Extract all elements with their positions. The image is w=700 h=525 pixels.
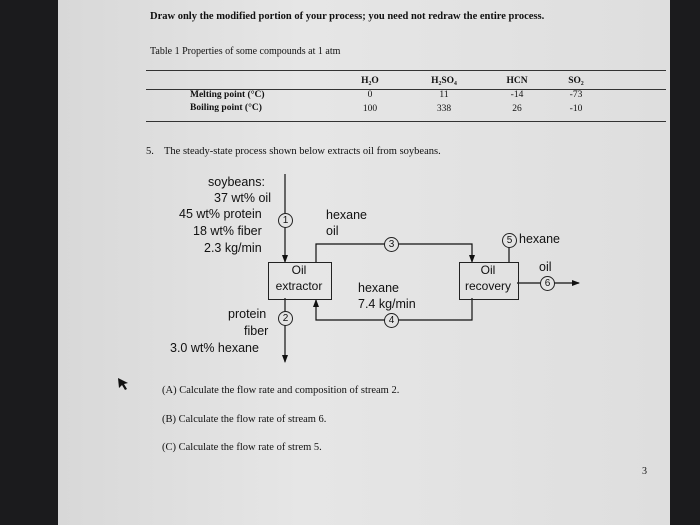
stream6-label: oil <box>539 260 552 274</box>
table-row-label: Boiling point (°C) <box>190 103 262 113</box>
question-b: (B) Calculate the flow rate of stream 6. <box>162 414 327 425</box>
feed-label-line: soybeans: <box>208 175 265 189</box>
oil-extractor-unit <box>268 262 332 300</box>
table-header: HCN <box>506 76 528 86</box>
table-cell: 11 <box>439 90 449 100</box>
table-caption: Table 1 Properties of some compounds at … <box>150 46 341 57</box>
table-top-rule <box>146 70 666 71</box>
problem-statement: The steady-state process shown below ext… <box>164 146 441 157</box>
stream-number-6: 6 <box>540 276 555 291</box>
question-c: (C) Calculate the flow rate of strem 5. <box>162 442 322 453</box>
feed-label-line: 18 wt% fiber <box>193 224 262 238</box>
table-cell: 26 <box>512 104 522 114</box>
table-row-label: Melting point (°C) <box>190 90 265 100</box>
oil-recovery-unit <box>459 262 519 300</box>
instruction-text: Draw only the modified portion of your p… <box>150 11 545 22</box>
table-header: SO₂ <box>568 76 584 86</box>
recovery-label: Oil <box>480 263 496 277</box>
stream2-label: 3.0 wt% hexane <box>170 341 259 355</box>
question-a: (A) Calculate the flow rate and composit… <box>162 385 400 396</box>
table-cell: -73 <box>569 90 583 100</box>
recycle-label: 7.4 kg/min <box>358 297 416 311</box>
page-number: 3 <box>642 466 647 477</box>
mouse-cursor-icon <box>118 378 128 390</box>
table-mid-rule <box>146 89 666 90</box>
table-bottom-rule <box>146 121 666 122</box>
recovery-label: recovery <box>464 279 511 293</box>
stream-number-1: 1 <box>278 213 293 228</box>
problem-number: 5. <box>146 146 154 157</box>
extractor-label: Oil <box>291 263 307 277</box>
table-cell: -10 <box>569 104 583 114</box>
stream5-label: hexane <box>519 232 561 246</box>
feed-label-line: 45 wt% protein <box>179 207 262 221</box>
recycle-label: hexane <box>358 281 400 295</box>
stream2-label: protein <box>228 307 267 321</box>
table-header: H₂SO₄ <box>431 76 457 86</box>
table-cell: 100 <box>362 104 378 114</box>
stream-number-5: 5 <box>502 233 517 248</box>
table-cell: 338 <box>436 104 452 114</box>
table-cell: 0 <box>367 90 373 100</box>
stream3-label: oil <box>326 224 339 238</box>
extractor-label: extractor <box>275 279 323 293</box>
stream-number-4: 4 <box>384 313 399 328</box>
feed-label-line: 2.3 kg/min <box>204 241 262 255</box>
stream2-label: fiber <box>244 324 269 338</box>
table-header: H₂O <box>361 76 379 86</box>
stream-number-3: 3 <box>384 237 399 252</box>
paper-page: Draw only the modified portion of your p… <box>58 0 670 525</box>
stream-number-2: 2 <box>278 311 293 326</box>
feed-label-line: 37 wt% oil <box>214 191 271 205</box>
stream3-label: hexane <box>326 208 368 222</box>
table-cell: -14 <box>510 90 524 100</box>
